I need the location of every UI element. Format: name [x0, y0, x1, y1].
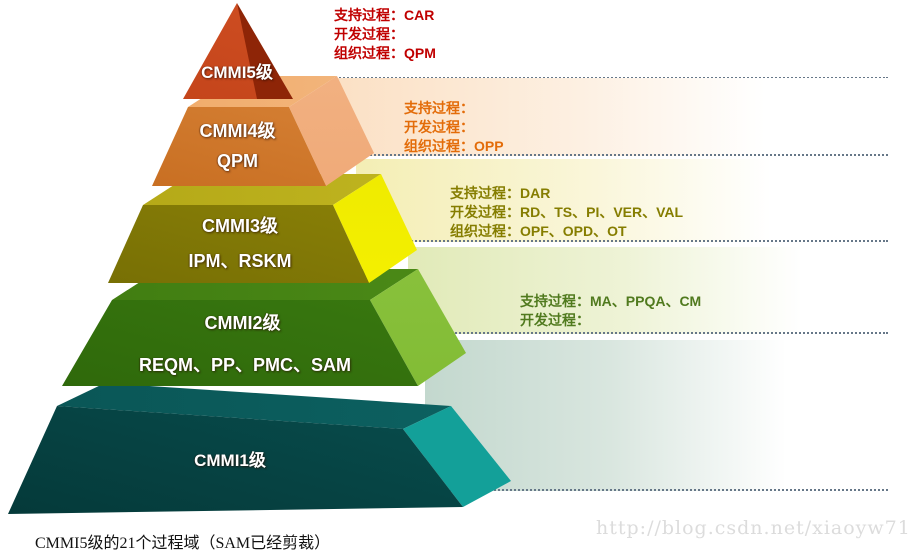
band-level3	[356, 159, 888, 242]
annotation-line: 开发过程：RD、TS、PI、VER、VAL	[450, 204, 684, 220]
annotation-level4: 支持过程： 开发过程： 组织过程：OPP	[404, 99, 504, 156]
annotation-level2: 支持过程：MA、PPQA、CM 开发过程：	[520, 292, 701, 330]
level2-title: CMMI2级	[204, 313, 281, 333]
band-level2	[408, 247, 888, 334]
annotation-line: 组织过程：QPM	[334, 45, 436, 61]
annotation-line: 组织过程：OPP	[404, 138, 504, 154]
diagram-caption: CMMI5级的21个过程域（SAM已经剪裁）	[35, 535, 331, 552]
annotation-level5: 支持过程：CAR 开发过程： 组织过程：QPM	[334, 6, 436, 63]
watermark-url: http://blog.csdn.net/xiaoyw71	[596, 517, 911, 539]
annotation-line: 开发过程：	[404, 119, 474, 135]
annotation-line: 支持过程：	[404, 100, 474, 116]
level3-title: CMMI3级	[202, 216, 278, 236]
level3-subtitle: IPM、RSKM	[188, 251, 292, 271]
annotation-line: 组织过程：OPF、OPD、OT	[450, 223, 627, 239]
annotation-line: 支持过程：MA、PPQA、CM	[520, 293, 702, 309]
band-level1	[425, 340, 888, 491]
annotation-level3: 支持过程：DAR 开发过程：RD、TS、PI、VER、VAL 组织过程：OPF、…	[450, 184, 683, 241]
annotation-line: 支持过程：CAR	[334, 7, 435, 23]
level4-subtitle: QPM	[216, 151, 258, 171]
annotation-line: 开发过程：	[520, 312, 590, 328]
level5-title: CMMI5级	[201, 63, 273, 82]
band-level4	[330, 78, 888, 156]
annotation-line: 支持过程：DAR	[450, 185, 551, 201]
level2-subtitle: REQM、PP、PMC、SAM	[138, 355, 351, 375]
annotation-line: 开发过程：	[334, 26, 404, 42]
level1-title: CMMI1级	[194, 451, 266, 470]
level4-title: CMMI4级	[199, 121, 276, 141]
